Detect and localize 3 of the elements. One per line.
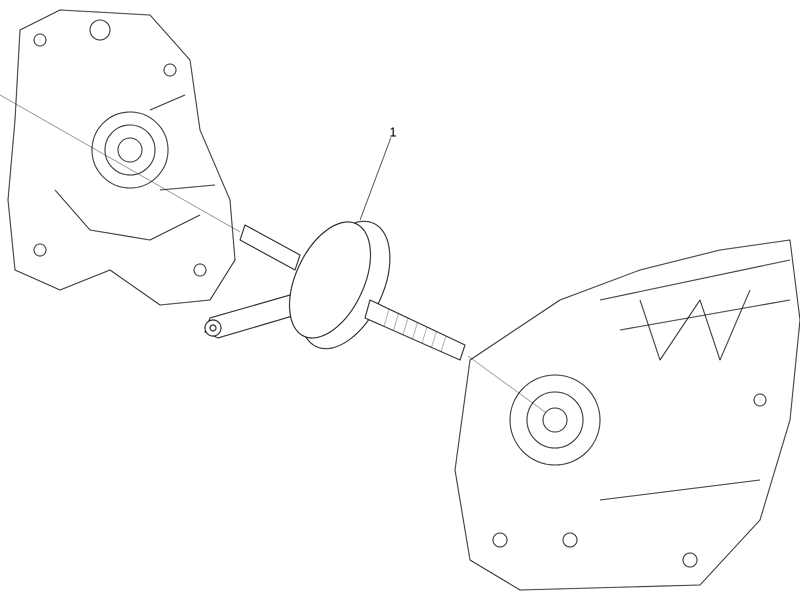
callout-number: 1	[390, 128, 396, 136]
leader-line	[360, 137, 392, 220]
crankshaft-drawing	[204, 220, 466, 360]
